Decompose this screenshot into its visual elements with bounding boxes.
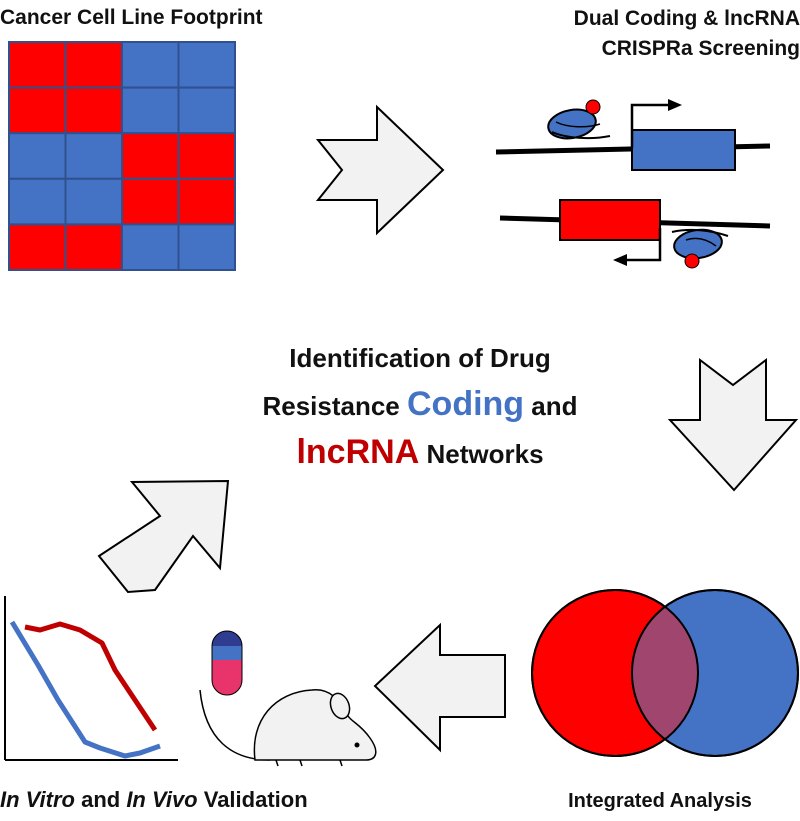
integrated-analysis-label: Integrated Analysis: [568, 790, 752, 812]
val-invivo: In Vivo: [126, 787, 198, 812]
crispra-title-line2: CRISPRa Screening: [601, 37, 800, 60]
center-networks: Networks: [419, 439, 544, 469]
center-line3: lncRNA Networks: [220, 429, 620, 477]
heatmap-cell: [121, 86, 180, 135]
center-lncrna: lncRNA: [296, 433, 420, 471]
val-invitro: In Vitro: [0, 787, 75, 812]
right-arrow-icon: [315, 104, 445, 236]
heatmap-cell: [177, 223, 236, 271]
heatmap-cell: [177, 132, 236, 180]
validation-label: In Vitro and In Vivo Validation: [0, 787, 400, 813]
center-line1: Identification of Drug: [289, 343, 551, 373]
in-vitro-curves: [4, 596, 178, 761]
heatmap-cell: [121, 41, 180, 89]
up-right-arrow-icon: [97, 479, 230, 594]
down-arrow-icon: [667, 357, 799, 492]
center-line2: Resistance Coding and: [220, 381, 620, 429]
heatmap-cell: [177, 177, 236, 226]
crispra-lncrna-gene-diagram: [499, 199, 771, 269]
center-resistance: Resistance: [262, 391, 407, 421]
venn-diagram: [531, 589, 799, 757]
heatmap-cell: [8, 223, 67, 271]
val-and: and: [74, 787, 127, 812]
heatmap-cell: [64, 223, 123, 271]
crispra-coding-gene-diagram: [495, 99, 771, 171]
heatmap-cell: [64, 177, 123, 226]
heatmap-cell: [8, 177, 67, 226]
heatmap-cell: [121, 132, 180, 180]
heatmap-cell: [64, 86, 123, 135]
footprint-title: Cancer Cell Line Footprint: [0, 6, 263, 29]
heatmap-cell: [177, 86, 236, 135]
center-coding: Coding: [407, 385, 525, 423]
footprint-heatmap: [8, 41, 236, 271]
center-heading: Identification of Drug Resistance Coding…: [220, 335, 620, 477]
heatmap-cell: [8, 86, 67, 135]
blue-dose-response-line: [9, 620, 161, 759]
crispra-title-line1: Dual Coding & lncRNA: [573, 7, 800, 30]
left-arrow-icon: [373, 622, 506, 753]
mouse-icon: [199, 689, 377, 767]
heatmap-cell: [8, 41, 67, 89]
center-and: and: [524, 391, 578, 421]
pill-icon: [211, 630, 243, 696]
heatmap-cell: [177, 41, 236, 89]
val-validation: Validation: [197, 787, 308, 812]
crispra-title: Dual Coding & lncRNA CRISPRa Screening: [470, 4, 800, 64]
heatmap-cell: [121, 223, 180, 271]
heatmap-cell: [64, 41, 123, 89]
heatmap-cell: [121, 177, 180, 226]
heatmap-cell: [64, 132, 123, 180]
red-dose-response-line: [24, 621, 158, 732]
heatmap-cell: [8, 132, 67, 180]
